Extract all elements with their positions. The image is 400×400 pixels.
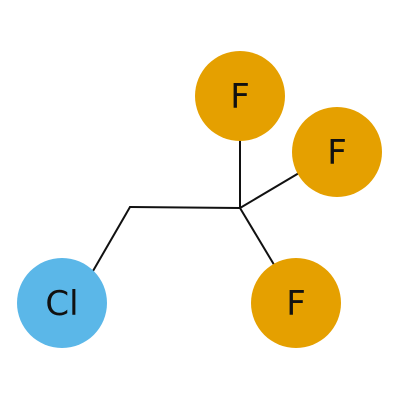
atom-f2: F [292, 107, 382, 197]
atom-f1-circle [195, 51, 285, 141]
bond-c1-c2 [129, 206, 241, 209]
atom-f1: F [195, 51, 285, 141]
atom-cl-label: Cl [45, 284, 78, 324]
atom-f1-label: F [230, 77, 250, 117]
atom-cl-circle [17, 258, 107, 348]
atom-f3: F [251, 258, 341, 348]
atom-f3-label: F [286, 284, 306, 324]
atom-f3-circle [251, 258, 341, 348]
atom-f2-label: F [327, 133, 347, 173]
atom-cl: Cl [17, 258, 107, 348]
atom-f2-circle [292, 107, 382, 197]
